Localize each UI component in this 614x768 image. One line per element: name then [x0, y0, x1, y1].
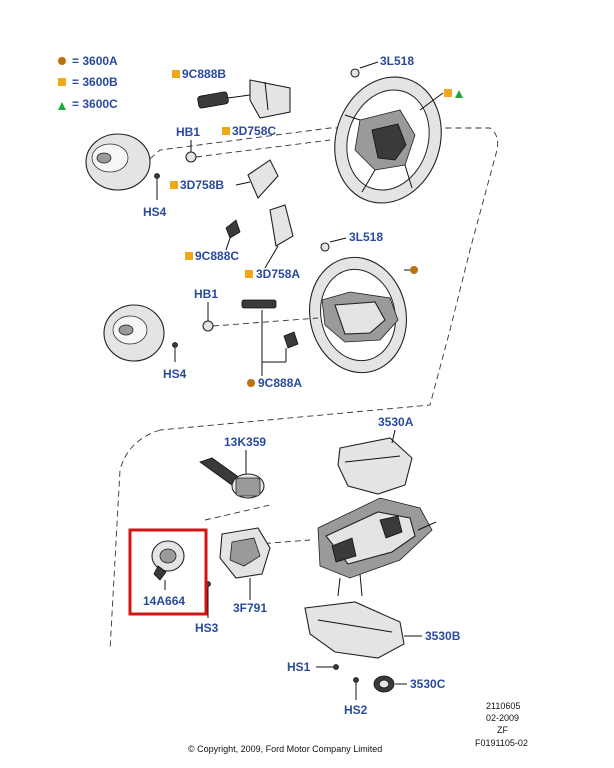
part-3530a: 3530A [337, 415, 414, 495]
label-hb1-top: HB1 [176, 125, 200, 139]
ref-line-2: 02-2009 [486, 713, 519, 723]
legend-label-3600a: = 3600A [72, 54, 118, 68]
wheel-upper-marker [419, 89, 463, 111]
label-hs4-top: HS4 [143, 205, 167, 219]
steering-wheel-upper [334, 76, 442, 204]
marker-square-9c888b [172, 70, 180, 78]
label-14a664: 14A664 [143, 594, 185, 608]
steering-wheel-middle [308, 256, 410, 374]
ref-line-4: F0191105-02 [475, 738, 528, 748]
part-3530c: 3530C [373, 675, 446, 693]
legend: = 3600A = 3600B = 3600C [58, 54, 118, 111]
label-9c888a: 9C888A [258, 376, 302, 390]
label-3530b: 3530B [425, 629, 461, 643]
part-hb1-top: HB1 [176, 125, 331, 163]
label-hb1-mid: HB1 [194, 287, 218, 301]
part-hs4-top: HS4 [143, 179, 167, 219]
label-9c888c: 9C888C [195, 249, 239, 263]
part-9c888c: 9C888C [185, 219, 241, 263]
label-3d758b: 3D758B [180, 178, 224, 192]
part-13k359: 13K359 [199, 435, 266, 499]
copyright-notice: © Copyright, 2009, Ford Motor Company Li… [188, 744, 382, 754]
highlight-box-14a664 [128, 528, 208, 616]
legend-circle-marker [58, 57, 66, 65]
label-hs3: HS3 [195, 621, 219, 635]
legend-label-3600c: = 3600C [72, 97, 118, 111]
label-9c888b: 9C888B [182, 67, 226, 81]
part-3d758a: 3D758A [245, 204, 300, 281]
label-13k359: 13K359 [224, 435, 266, 449]
marker-square-9c888c [185, 252, 193, 260]
marker-square-3d758b [170, 181, 178, 189]
ref-line-3: ZF [497, 725, 508, 735]
part-hs4-mid: HS4 [163, 348, 187, 381]
label-3530a: 3530A [378, 415, 414, 429]
wheel-middle-marker [410, 266, 418, 274]
marker-square-3600b [444, 89, 452, 97]
label-3d758c: 3D758C [232, 124, 276, 138]
label-3f791: 3F791 [233, 601, 267, 615]
footer: © Copyright, 2009, Ford Motor Company Li… [188, 701, 528, 754]
label-3l518-top: 3L518 [380, 54, 414, 68]
part-3d758b: 3D758B [170, 159, 279, 199]
marker-square-3d758c [222, 127, 230, 135]
part-3f791: 3F791 [219, 527, 271, 615]
marker-circle-9c888a [247, 379, 255, 387]
legend-square-marker [58, 78, 66, 86]
marker-triangle-3600c [455, 90, 463, 98]
marker-circle-3600a [410, 266, 418, 274]
group-outline-upper [119, 127, 499, 431]
label-3d758a: 3D758A [256, 267, 300, 281]
part-3l518-top: 3L518 [350, 54, 414, 78]
part-9c888b: 9C888B [172, 67, 251, 109]
part-9c888a: 9C888A [241, 299, 302, 390]
label-hs4-mid: HS4 [163, 367, 187, 381]
part-14a664: 14A664 [128, 528, 208, 616]
legend-triangle-marker [58, 102, 66, 110]
part-3530b: 3530B [304, 601, 461, 659]
ref-line-1: 2110605 [486, 701, 520, 711]
part-hs1: HS1 [287, 660, 339, 674]
part-3d758c: 3D758C [222, 79, 291, 138]
marker-square-3d758a [245, 270, 253, 278]
legend-label-3600b: = 3600B [72, 75, 118, 89]
part-hb1-mid: HB1 [194, 287, 319, 332]
part-airbag-middle [103, 304, 178, 362]
part-airbag-upper [85, 133, 160, 191]
part-hs2: HS2 [344, 677, 368, 717]
label-3530c: 3530C [410, 677, 446, 691]
part-3l518-mid: 3L518 [320, 230, 383, 252]
label-3l518-mid: 3L518 [349, 230, 383, 244]
label-hs2: HS2 [344, 703, 368, 717]
label-hs1: HS1 [287, 660, 311, 674]
part-steering-column [317, 497, 437, 597]
